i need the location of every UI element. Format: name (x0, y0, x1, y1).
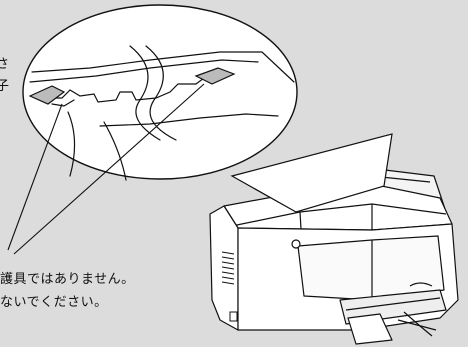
side-port (229, 311, 238, 322)
left-tab-highlight (28, 85, 66, 105)
corner-text-1: さ (0, 57, 10, 72)
corner-text-2: 子 (0, 79, 10, 94)
magnifier-connector (230, 133, 393, 213)
magnified-paper-guide (29, 45, 295, 181)
side-knob (291, 239, 301, 249)
magnifier-circle (22, 4, 298, 180)
caption-line-2: ないでください。 (0, 295, 108, 310)
right-tab-highlight (194, 67, 236, 85)
leader-lines (7, 83, 205, 255)
printer-body (209, 163, 459, 345)
caption-line-1: 護具ではありません。 (0, 272, 135, 287)
vent-grille (221, 251, 235, 285)
